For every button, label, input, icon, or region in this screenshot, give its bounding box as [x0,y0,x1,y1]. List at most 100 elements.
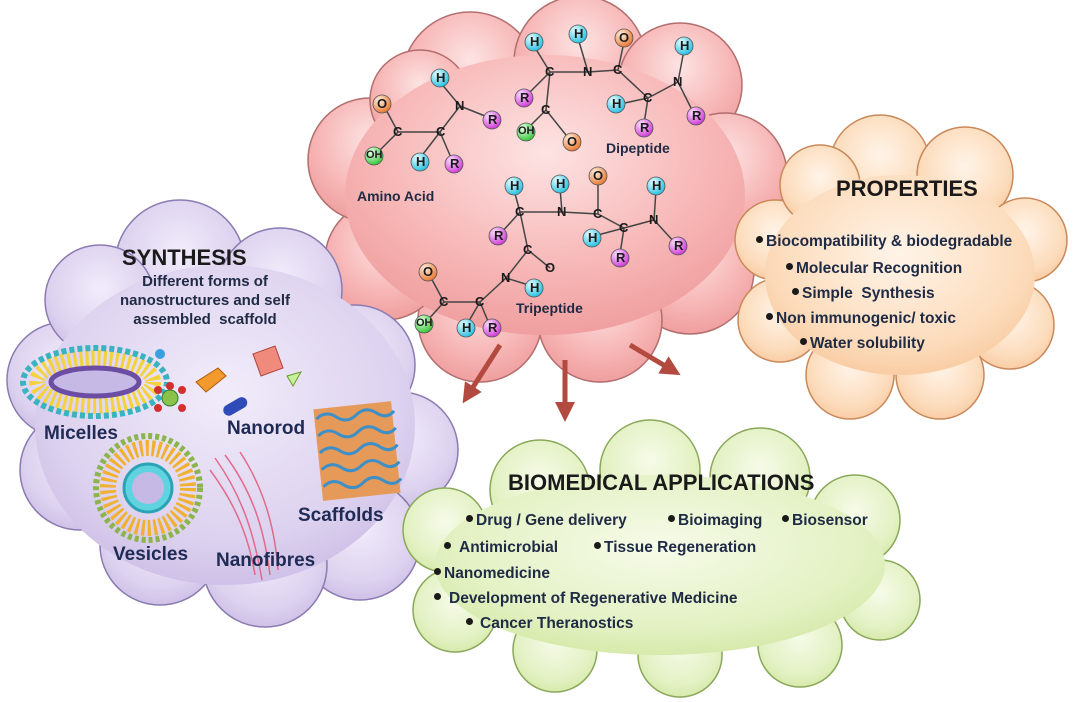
bullet-icon [782,515,789,523]
properties-item: Non immunogenic/ toxic [766,310,956,328]
atom-h [524,32,544,52]
atom-symbol: H [510,178,520,193]
synthesis-subtitle: Different forms of nanostructures and se… [100,272,310,329]
applications-item: Tissue Regeneration [594,539,756,557]
atom-symbol: N [649,212,659,227]
atom-symbol: N [583,64,593,79]
atom-r [488,226,508,246]
atom-oh [414,314,434,334]
atom-symbol: R [450,156,460,171]
atom-h [430,68,450,88]
atom-symbol: C [436,124,446,139]
flow-arrows [462,342,681,422]
atom-symbol: H [436,70,446,85]
applications-item: Drug / Gene delivery [466,512,627,530]
atom-symbol: R [640,120,650,135]
amino-acid-label: Amino Acid [357,188,435,204]
atom-h [410,152,430,172]
atom-symbol: H [530,280,540,295]
applications-item: Bioimaging [668,512,762,530]
bullet-icon [668,515,675,523]
atom-o [372,94,392,114]
ribbon-shape [195,367,227,393]
atom-h [504,176,524,196]
applications-item: Antimicrobial [444,539,558,557]
applications-item: Nanomedicine [434,565,550,583]
atom-symbol: OH [416,317,433,329]
atom-symbol: H [652,178,662,193]
properties-item-label: Simple Synthesis [802,285,935,302]
properties-item-label: Biocompatibility & biodegradable [766,233,1013,250]
atom-h [550,174,570,194]
applications-item-label: Drug / Gene delivery [476,512,627,529]
atom-symbol: H [612,96,622,111]
properties-item-label: Water solubility [810,335,925,352]
triangle-shape [286,371,303,387]
atom-balls [364,24,706,338]
vesicle-drawing [93,433,203,543]
atom-h [456,318,476,338]
micelle-drawing [20,345,170,419]
atom-symbol: H [588,230,598,245]
applications-item-label: Antimicrobial [459,539,559,556]
vesicles-label: Vesicles [113,544,189,565]
atom-symbol: O [593,168,604,183]
applications-item: Biosensor [782,512,868,530]
atom-symbol: N [455,98,465,113]
bullet-icon [766,313,773,321]
atom-symbol: C [475,294,485,309]
nanosphere [155,349,165,359]
atom-oh [516,122,536,142]
applications-item-label: Nanomedicine [444,565,550,582]
atom-symbol: C [593,206,603,221]
tripeptide-label: Tripeptide [516,300,583,316]
atom-r [610,248,630,268]
nanofibres-label: Nanofibres [216,550,316,571]
atom-r [668,236,688,256]
atom-symbol: C [541,102,551,117]
atom-r [444,154,464,174]
atom-symbol: N [501,270,511,285]
atom-symbol: H [416,154,426,169]
atom-symbol: C [545,64,555,79]
atom-o [562,132,582,152]
arrow-to-synthesis [462,343,503,404]
applications-item-label: Biosensor [792,512,868,529]
bullet-icon [466,515,473,523]
atom-r [686,106,706,126]
bullet-icon [800,338,807,346]
atom-symbol: C [523,242,533,257]
atom-symbol: H [462,320,472,335]
properties-item: Simple Synthesis [792,285,935,303]
properties-item: Biocompatibility & biodegradable [756,233,1012,251]
atom-symbol: R [674,238,684,253]
atom-r [482,110,502,130]
atom-r [634,118,654,138]
bullet-icon [434,593,441,601]
atom-o [614,28,634,48]
applications-item: Cancer Theranostics [466,615,633,633]
atom-symbol: O [377,96,388,111]
atom-symbol: H [574,26,584,41]
synthesis-title: SYNTHESIS [122,245,247,270]
atom-symbol: C [619,220,629,235]
synthesis-subtitle-line: Different forms of [142,273,268,290]
properties-item: Molecular Recognition [786,260,962,278]
applications-item-label: Cancer Theranostics [480,615,634,632]
synthesis-subtitle-line: nanostructures and self [119,292,291,309]
atom-oh [364,146,384,166]
atom-h [568,24,588,44]
atom-r [514,88,534,108]
atom-symbol: R [494,228,504,243]
applications-item-label: Bioimaging [678,512,763,529]
applications-item-label: Development of Regenerative Medicine [449,590,738,607]
properties-title: PROPERTIES [836,176,978,201]
applications-item: Development of Regenerative Medicine [434,590,738,608]
arrow-to-properties [628,342,681,376]
atom-symbol: R [488,112,498,127]
bullet-icon [792,288,799,296]
atom-symbol: H [530,34,540,49]
applications-item-label: Tissue Regeneration [604,539,757,556]
bullet-icon [444,542,451,550]
atom-r [482,318,502,338]
